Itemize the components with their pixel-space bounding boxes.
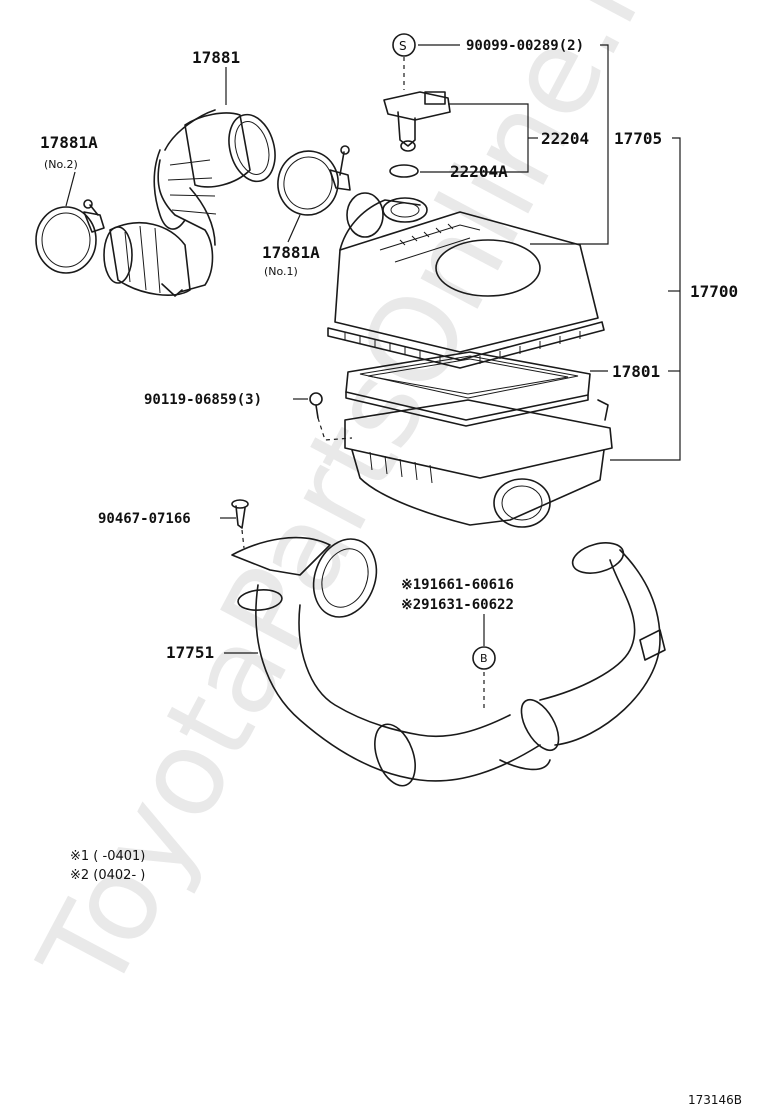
callout-90099-00289: 90099-00289(2) <box>466 38 584 54</box>
filter-element-drawing <box>345 351 591 427</box>
callout-17705: 17705 <box>614 129 662 148</box>
callout-90119-06859: 90119-06859(3) <box>144 392 262 408</box>
o-ring-drawing <box>389 164 419 178</box>
callout-90467-07166: 90467-07166 <box>98 511 191 527</box>
clamp-no1-drawing <box>277 145 351 216</box>
diagram-id: 173146B <box>688 1093 742 1107</box>
footnote-1: ※1 ( -0401) <box>70 849 145 864</box>
callout-ref-191661: ※191661-60616 <box>401 577 514 593</box>
callout-22204a: 22204A <box>450 162 508 181</box>
callout-no2-note: (No.2) <box>44 158 78 171</box>
footnote-2: ※2 (0402- ) <box>70 868 145 883</box>
air-cleaner-case-drawing <box>344 399 613 528</box>
callout-ref-291631: ※291631-60622 <box>401 597 514 613</box>
b-marker-circle <box>472 646 496 670</box>
leader-lines <box>65 44 681 654</box>
bolt-drawing <box>309 392 323 419</box>
bolt-dashed-path <box>317 417 353 441</box>
clamp-no2-drawing <box>35 199 105 274</box>
callout-17801: 17801 <box>612 362 660 381</box>
callout-17700: 17700 <box>690 282 738 301</box>
inlet-pipe-drawing <box>231 536 666 787</box>
grommet-dashed-path <box>241 529 245 549</box>
callout-22204: 22204 <box>541 129 589 148</box>
callout-no1-note: (No.1) <box>264 265 298 278</box>
callout-17881a-no2: 17881A <box>40 133 98 152</box>
upper-hose-drawing <box>103 109 276 297</box>
b-marker: B <box>480 652 488 665</box>
callout-17751: 17751 <box>166 643 214 662</box>
s-marker-circle <box>392 33 416 57</box>
callout-17881a-no1: 17881A <box>262 243 320 262</box>
s-marker: S <box>399 39 407 53</box>
callout-17881: 17881 <box>192 48 240 67</box>
airflow-sensor-drawing <box>383 91 451 152</box>
grommet-drawing <box>231 499 249 529</box>
air-cleaner-cap-drawing <box>327 192 605 369</box>
